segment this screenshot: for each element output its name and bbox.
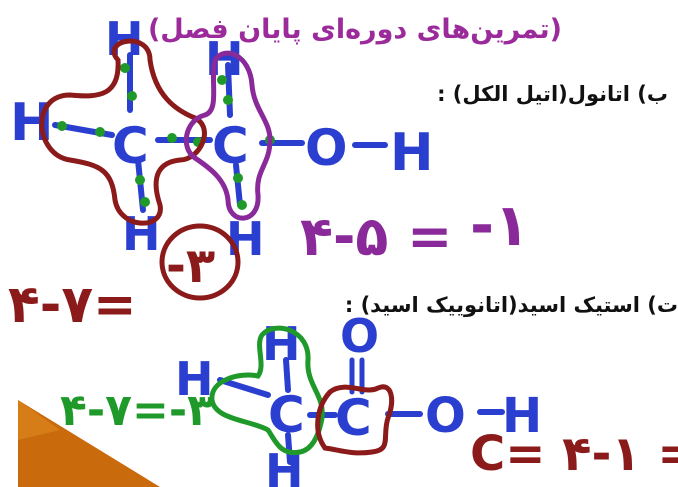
- part-b-label: ب) اتانول(اتیل الکل) :: [437, 82, 668, 106]
- page-title: (تمرین‌های دوره‌ای پایان فصل): [147, 14, 563, 45]
- acid-carbon-2: C: [335, 389, 372, 447]
- ethanol-calc-left-result: -۳: [166, 238, 215, 294]
- ethanol-c1-loop: [39, 38, 207, 226]
- result-circle: [159, 223, 241, 301]
- acid-carbon-1: C: [268, 386, 305, 444]
- acid-h-oh: H: [502, 388, 542, 444]
- acid-h-top: H: [262, 317, 301, 371]
- ethanol-oxygen: O: [305, 119, 348, 177]
- acid-c1-loop: [209, 325, 325, 456]
- ethanol-c2-loop: [183, 50, 273, 221]
- ethanol-carbon-1: C: [112, 117, 149, 175]
- acid-calc-left: ۴-۷=-۳: [60, 385, 214, 436]
- acid-calc-right: C= ۴-۱ =: [470, 426, 678, 482]
- acid-c2-loop: [315, 384, 395, 456]
- acid-h-left: H: [175, 352, 214, 406]
- ethanol-carbon-2: C: [212, 117, 249, 175]
- ethanol-h-bottom-left: H: [122, 207, 161, 261]
- ethanol-calc-right: ۴-۵ =: [300, 205, 452, 268]
- part-t-label: ت) استیک اسید(اتانوییک اسید) :: [344, 293, 678, 317]
- ethanol-calc-right-result: -۱: [470, 191, 529, 259]
- ethanol-h-top-left: H: [105, 12, 144, 66]
- acid-oxygen: O: [425, 388, 466, 444]
- ethanol-h-oh: H: [390, 123, 434, 183]
- acid-oxygen-double: O: [340, 309, 379, 363]
- orange-corner-shape: [18, 400, 160, 487]
- ethanol-calc-left: ۴-۷=: [8, 275, 137, 335]
